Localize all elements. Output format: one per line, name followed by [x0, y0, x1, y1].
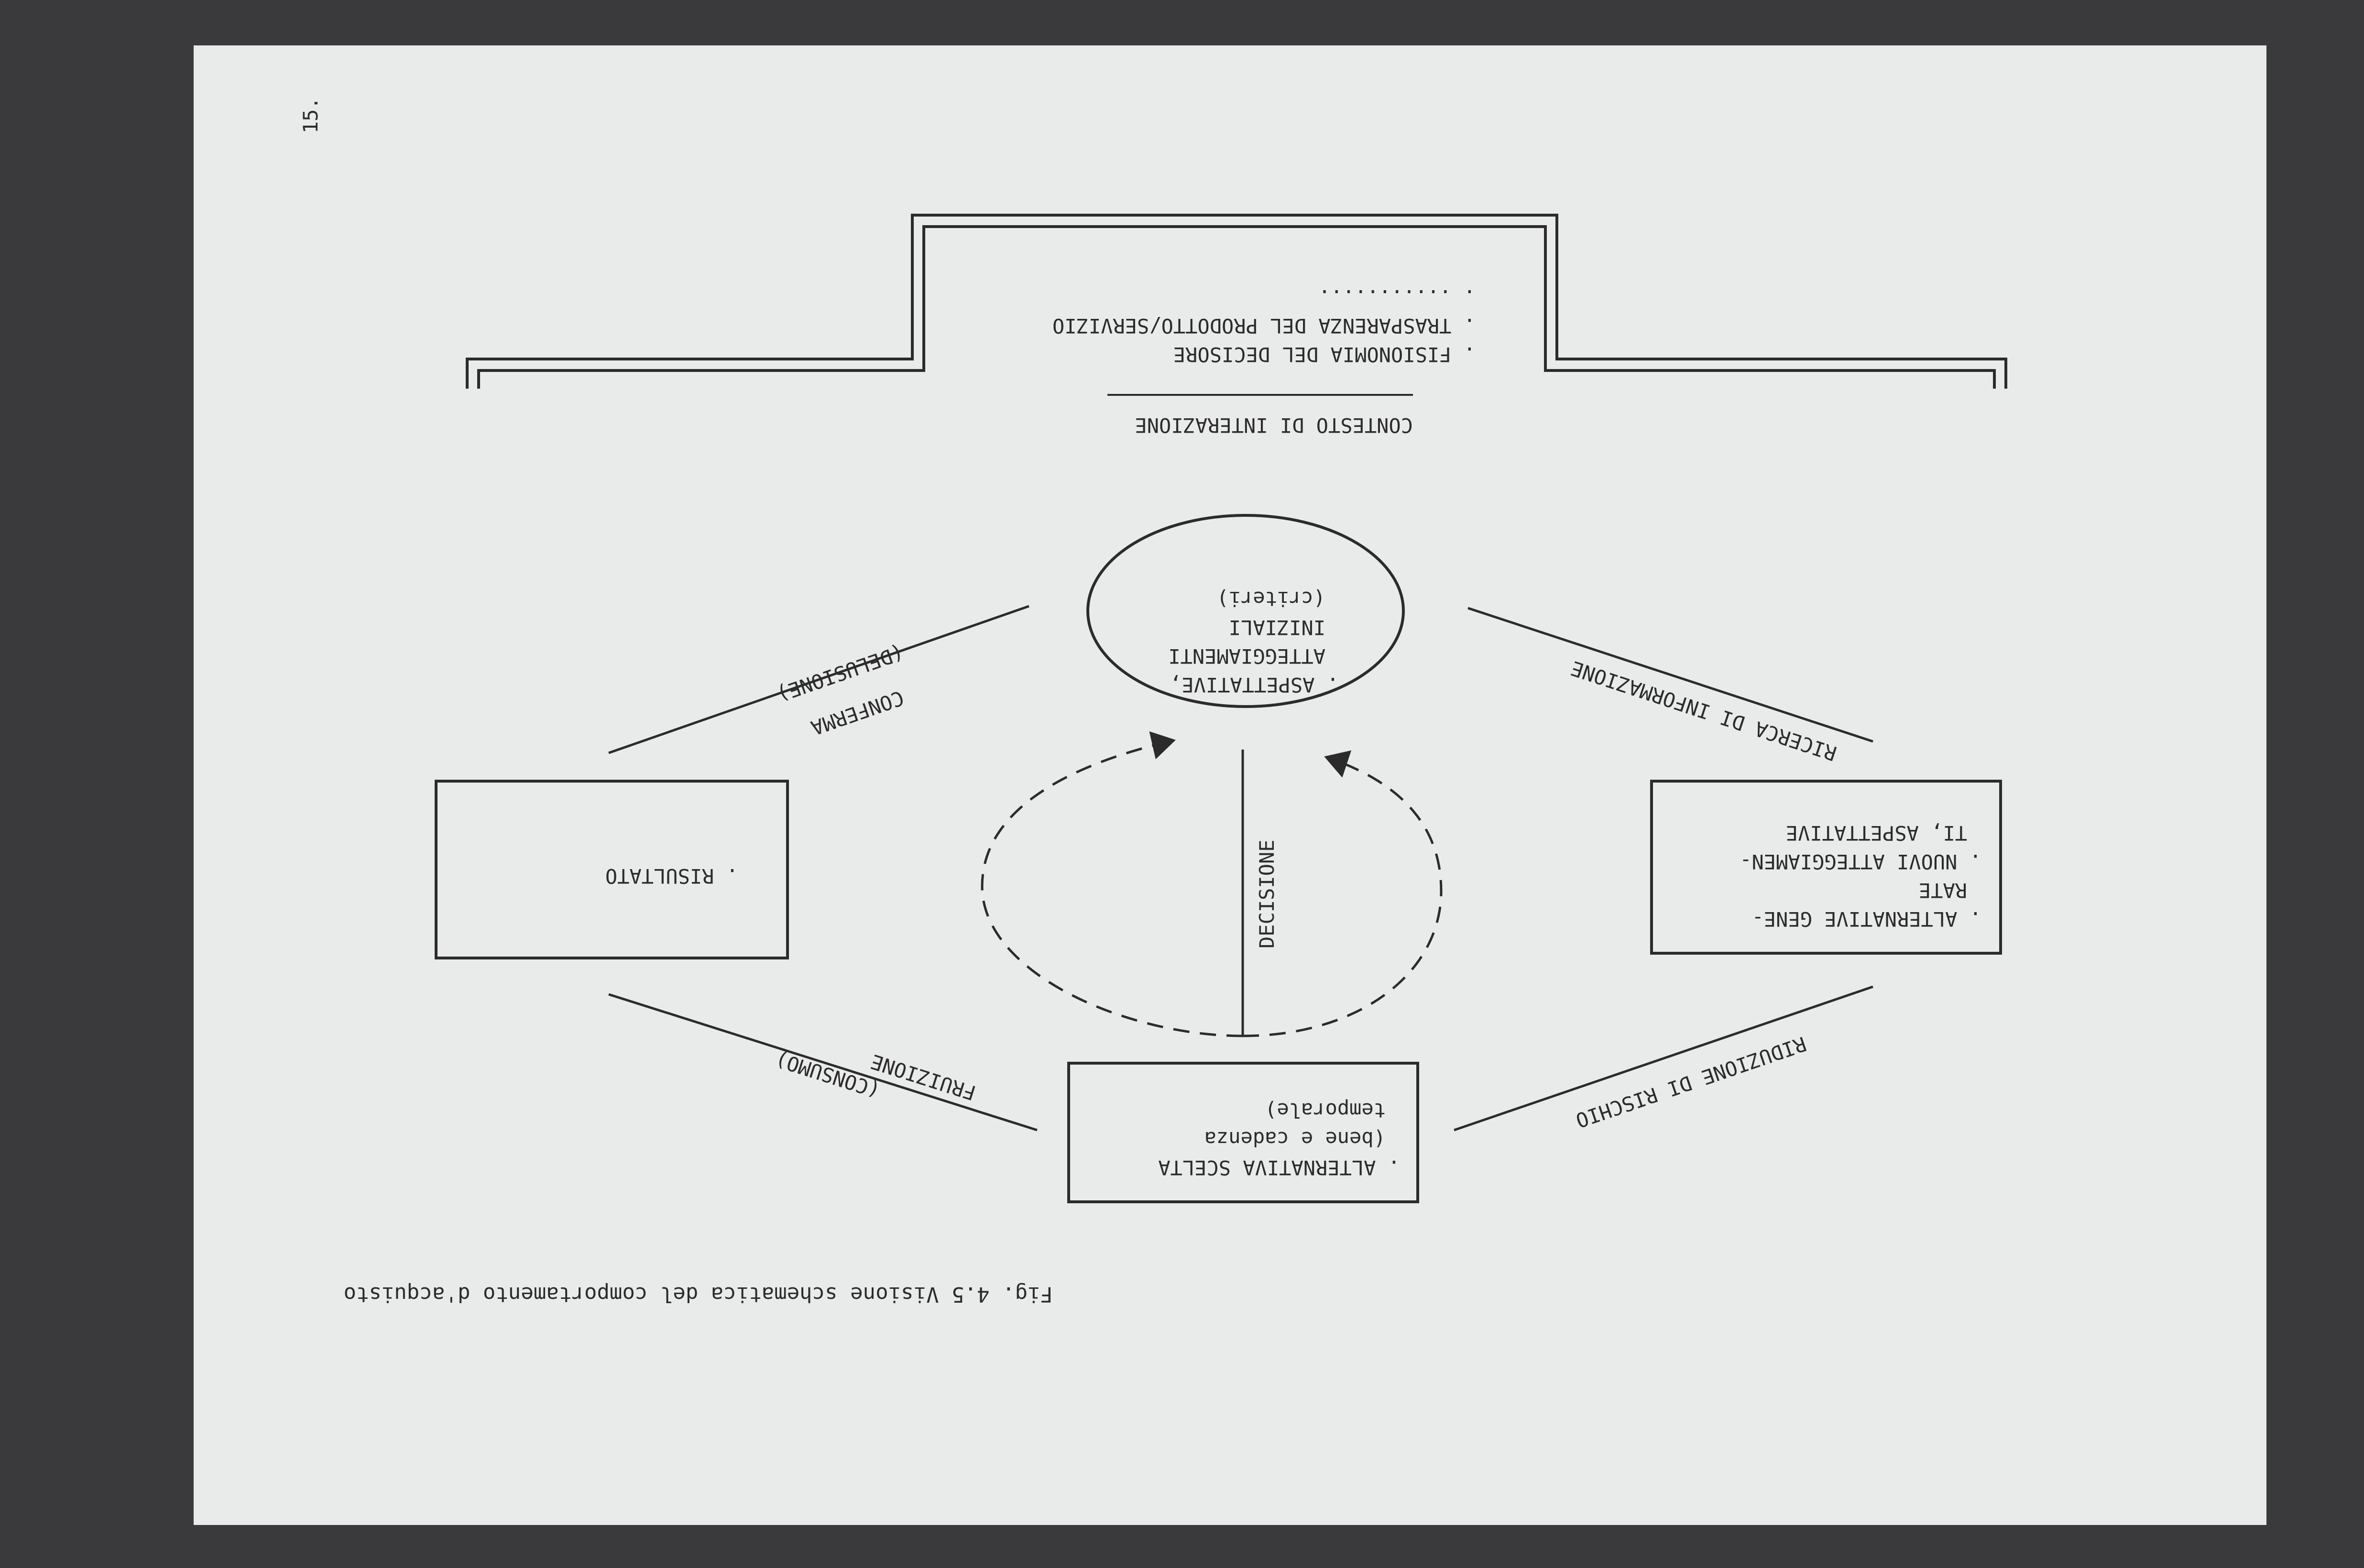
node-expectations: . ASPETTATIVE, ATTEGGIAMENTI INIZIALI (c… [1086, 514, 1405, 708]
chosen-line-1: . ALTERNATIVA SCELTA [1158, 1156, 1400, 1179]
edge-line-confirm [608, 605, 1029, 754]
context-box: CONTESTO DI INTERAZIONE . FISIONOMIA DEL… [466, 214, 2007, 437]
node-alternatives: . ALTERNATIVE GENE- RATE . NUOVI ATTEGGI… [1650, 780, 2002, 955]
expectations-line-3: INIZIALI [1229, 616, 1325, 639]
alternatives-box [1650, 780, 2002, 955]
page-number: 15. [299, 97, 322, 133]
context-box-title: CONTESTO DI INTERAZIONE [1135, 414, 1413, 437]
alternatives-line-2: RATE [1919, 879, 1967, 902]
expectations-line-2: ATTEGGIAMENTI [1168, 644, 1325, 668]
expectations-line-1: . ASPETTATIVE, [1170, 673, 1339, 697]
chosen-box [1067, 1062, 1419, 1203]
decision-loop-left [1242, 750, 1443, 1037]
figure-caption: Fig. 4.5 Visione schematica del comporta… [344, 1282, 1053, 1307]
edge-line-fruition [608, 993, 1038, 1132]
result-box [435, 780, 789, 959]
node-chosen-alternative: . ALTERNATIVA SCELTA (bene e cadenza tem… [1067, 1062, 1419, 1203]
context-item-transparency: . TRASPARENZA DEL PRODOTTO/SERVIZIO [1052, 314, 1476, 338]
paper-sheet [194, 45, 2266, 1525]
edge-line-search [1467, 607, 1873, 743]
result-line-1: . RISULTATO [605, 864, 738, 888]
context-box-border-inner [477, 225, 1996, 389]
alternatives-line-3: . NUOVI ATTEGGIAMEN- [1740, 850, 1981, 873]
expectations-line-4: (criteri) [1216, 587, 1325, 610]
context-item-physiognomy: . FISIONOMIA DEL DECISORE [1173, 343, 1476, 366]
edge-line-risk [1454, 985, 1873, 1132]
node-result: . RISULTATO [435, 780, 789, 959]
alternatives-line-4: TI, ASPETTATIVE [1786, 821, 1967, 845]
decision-label: DECISIONE [1255, 839, 1279, 948]
expectations-ellipse [1086, 514, 1405, 708]
chosen-line-3: temporale) [1265, 1099, 1386, 1122]
decision-loop-right [981, 731, 1243, 1037]
chosen-line-2: (bene e cadenza [1204, 1127, 1386, 1151]
alternatives-line-1: . ALTERNATIVE GENE- [1752, 907, 1981, 931]
context-item-ellipsis: . ........... [1318, 285, 1476, 309]
context-box-border-outer [466, 214, 2007, 389]
